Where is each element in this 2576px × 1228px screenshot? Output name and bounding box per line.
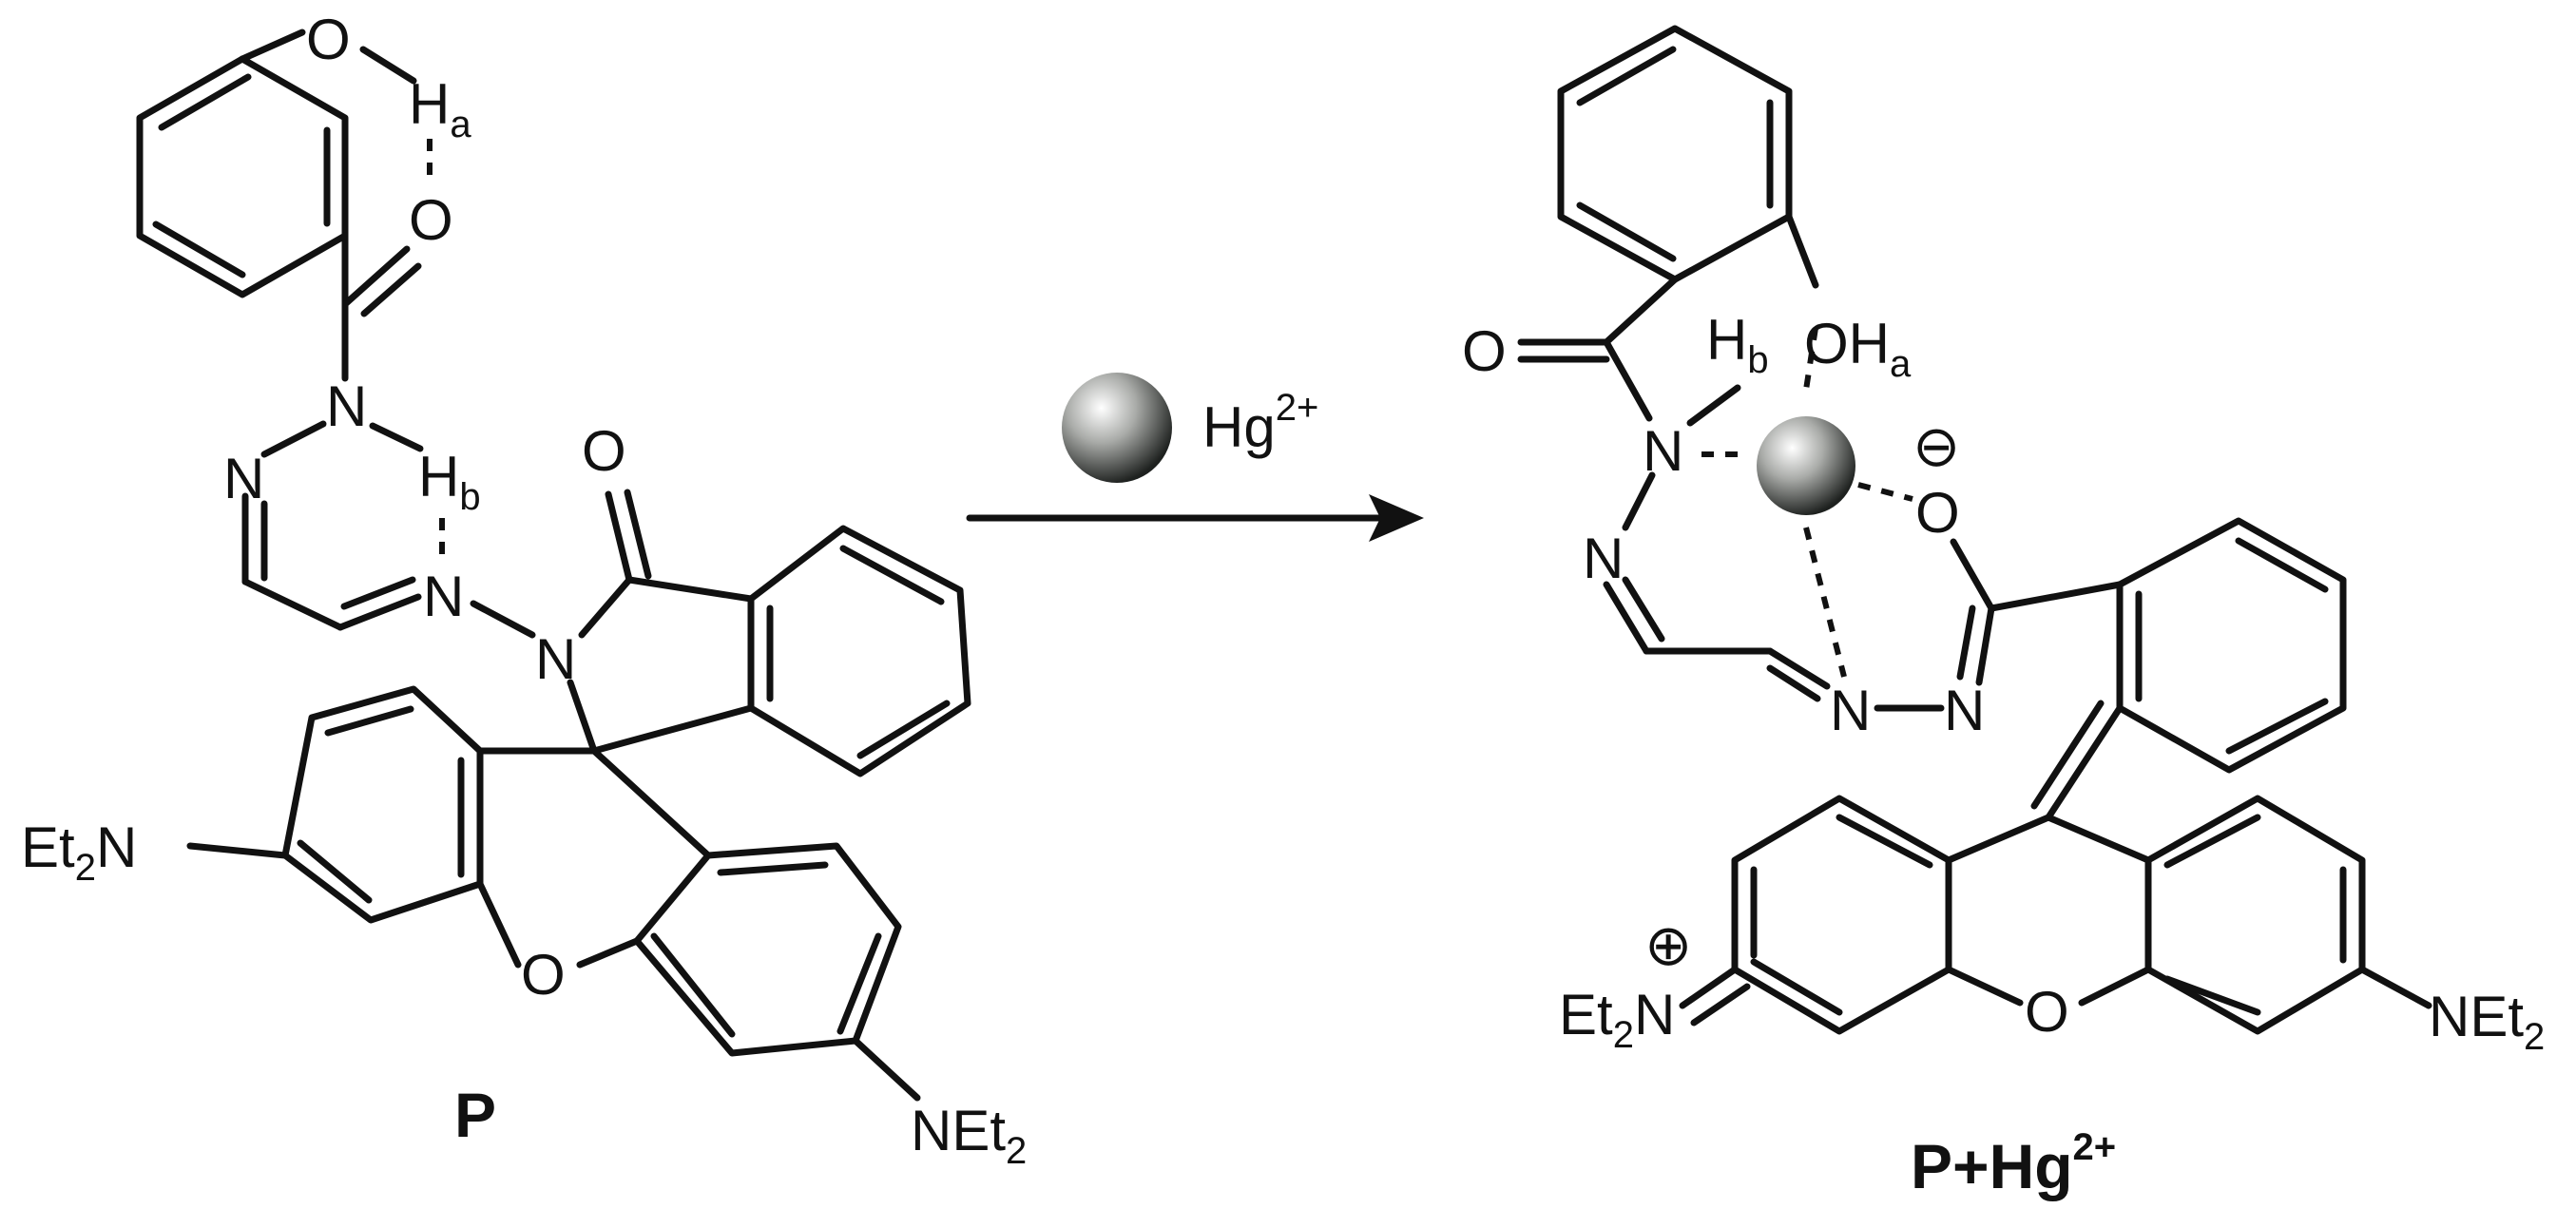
- reactant-bridge-o: O: [521, 943, 566, 1007]
- reactant-xanthene-left-ring: [281, 685, 484, 924]
- product-plus-charge: ⊕: [1644, 913, 1692, 977]
- product-co-minus-bond: [1950, 538, 1995, 612]
- reactant-cn2-bond: [336, 593, 422, 631]
- reactant-lactam-o: O: [582, 419, 626, 483]
- reactant-amine-right: NEt2: [911, 1099, 1027, 1172]
- reactant-benzo-ring: [747, 525, 971, 777]
- reactant-o-bridge-left: [476, 880, 522, 969]
- reactant-phenol-ring: [136, 55, 349, 298]
- reactant-amine-left-bond: [186, 842, 289, 859]
- product-oh-a: OHa: [1804, 312, 1912, 385]
- product-carbonyl-o: O: [1462, 319, 1507, 383]
- reactant-co-double: [360, 262, 422, 317]
- product-carbonyl-n-double: [1956, 604, 1976, 681]
- reactant-carbonyl-o: O: [409, 188, 453, 252]
- product-nh-bond: [1686, 384, 1741, 427]
- product-nn-bond: [1622, 471, 1656, 531]
- product-amide-n: N: [1643, 419, 1683, 483]
- product-iminium-left: Et2N: [1559, 983, 1675, 1056]
- reactant-co-bond: [341, 245, 411, 308]
- product-ring-carbonyl-bond: [1603, 276, 1679, 346]
- product-ring-xanthene-bond: [2045, 704, 2124, 821]
- product-hg-imine-coord: [1803, 527, 1847, 678]
- product-molecule: [1517, 25, 2432, 1035]
- reactant-lactam-ring: [567, 489, 755, 755]
- reactant-label: P: [454, 1080, 496, 1150]
- product-h-b: Hb: [1706, 308, 1769, 381]
- product-nc-bond: [1603, 581, 1650, 655]
- reactant-amine-left: Et2N: [21, 815, 137, 889]
- grey-sphere-icon: [1757, 416, 1855, 515]
- product-nc-double: [1622, 576, 1665, 643]
- reactant-cn2-double: [340, 576, 416, 610]
- reactant-nh-bond: [369, 422, 424, 452]
- arrow-head: [1369, 494, 1424, 542]
- reactant-h-a: Ha: [409, 72, 471, 145]
- reactant-o-bridge-right: [576, 937, 641, 969]
- reactant-amide-n: N: [326, 374, 367, 438]
- product-amine-right-bond: [2358, 966, 2432, 1009]
- product-carbonyl-ring-bond: [1988, 581, 2124, 612]
- reactant-imine-n-1: N: [223, 447, 264, 510]
- product-phenol-ring: [1557, 25, 1793, 283]
- product-xanthene-center: [1945, 814, 2152, 1007]
- reactant-lactam-n: N: [535, 627, 576, 691]
- reactant-o-ha-bond: [359, 46, 417, 85]
- product-imine-n-2: N: [1830, 679, 1871, 742]
- product-cn-bond: [1603, 338, 1653, 422]
- reactant-xanthene-right-ring: [633, 842, 902, 1057]
- reactant-nn-bond: [260, 420, 327, 458]
- product-iminium-bond: [1679, 966, 1739, 1009]
- product-ring-xanthene-double: [2030, 700, 2105, 810]
- product-bridge-o: O: [2025, 980, 2069, 1044]
- grey-sphere-icon: [1062, 373, 1172, 483]
- reactant-imine-n-2: N: [423, 565, 464, 628]
- reactant-cc-bond: [241, 578, 344, 631]
- product-amine-right: NEt2: [2429, 985, 2545, 1058]
- product-xanthene-right-ring: [2144, 795, 2366, 1035]
- product-imine-n-3: N: [1944, 679, 1985, 742]
- reactant-h-b: Hb: [418, 445, 481, 518]
- product-cn2-bond: [1766, 647, 1831, 690]
- product-cn2-double: [1766, 664, 1821, 702]
- reactant-molecule-p: [136, 29, 971, 1102]
- reagent-label: Hg2+: [1202, 387, 1318, 459]
- product-carbonyl-n-bond: [1975, 604, 1995, 686]
- reactant-phenol-o: O: [306, 8, 351, 71]
- product-phenol-o-bond: [1785, 213, 1819, 289]
- reactant-amine-right-bond: [852, 1037, 921, 1102]
- product-label: P+Hg2+: [1911, 1126, 2116, 1201]
- reactant-oh-bond: [239, 29, 306, 63]
- product-oxide-o: O: [1915, 481, 1960, 545]
- reactant-spiro-bond-2: [590, 747, 712, 859]
- reactant-nn2-bond: [470, 600, 536, 639]
- product-hg-ominus-coord: [1857, 482, 1913, 502]
- product-imine-n-1: N: [1583, 527, 1624, 590]
- product-iminium-double: [1690, 983, 1751, 1027]
- product-xanthene-left-ring: [1731, 795, 1952, 1035]
- product-benzoate-ring: [2116, 517, 2347, 774]
- product-minus-charge: ⊖: [1913, 414, 1960, 478]
- product-hg-o-coord: [1803, 327, 1818, 391]
